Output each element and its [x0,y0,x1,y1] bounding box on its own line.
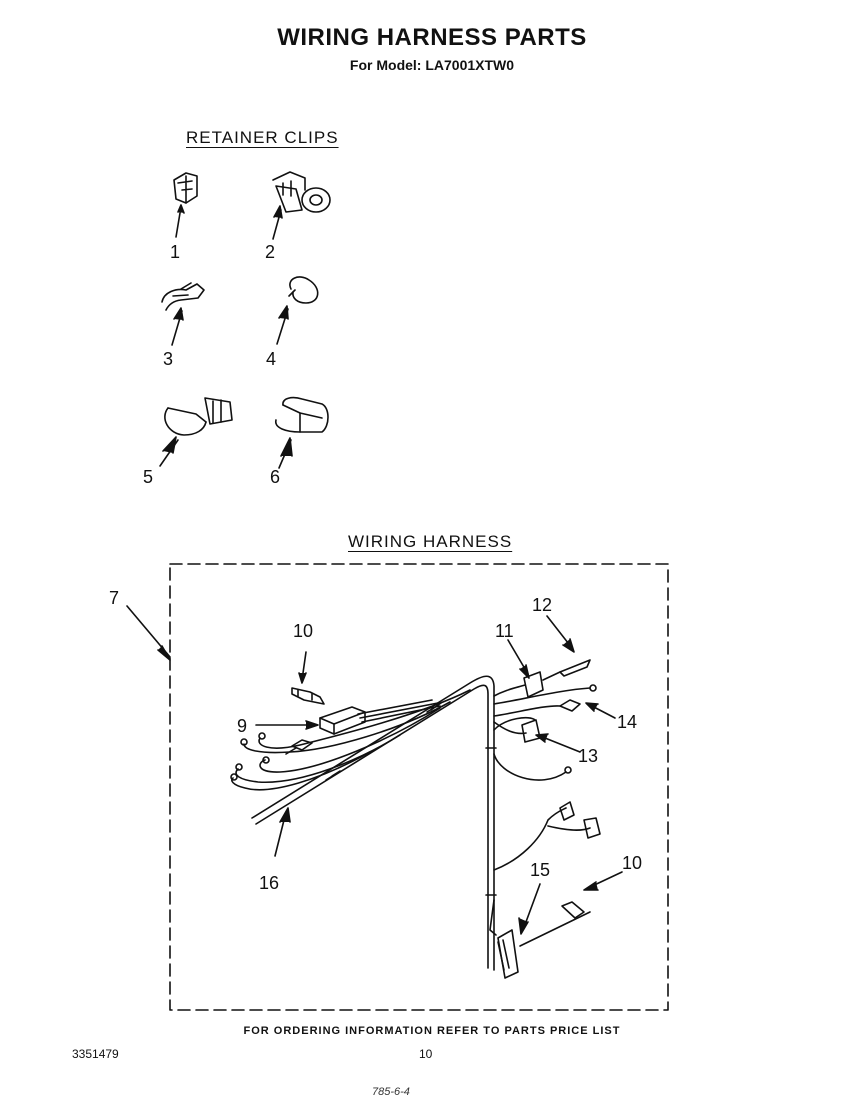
callout-7: 7 [109,588,120,608]
page-title: WIRING HARNESS PARTS [277,24,587,51]
wiring-harness-heading: WIRING HARNESS [348,532,513,551]
document-number: 3351479 [72,1047,119,1061]
wiring-harness-outline [169,563,669,1011]
retainer-clip-1[interactable] [173,172,198,238]
callout-2: 2 [265,242,276,262]
handwritten-note: 785-6-4 [372,1086,410,1098]
wiring-harness-assembly[interactable] [230,615,623,979]
retainer-clip-2[interactable] [272,171,331,240]
callout-10-right: 10 [622,853,643,873]
callout-14: 14 [617,712,638,732]
callout-9: 9 [237,716,248,736]
callout-11: 11 [495,621,514,641]
retainer-clip-4[interactable] [276,276,319,345]
callout-5: 5 [143,467,154,487]
callout-4: 4 [266,349,277,369]
retainer-clip-3[interactable] [161,282,205,346]
callout-3: 3 [163,349,174,369]
callout-16: 16 [259,873,280,893]
retainer-clips-heading: RETAINER CLIPS [186,128,339,147]
callout-6: 6 [270,467,281,487]
model-subtitle: For Model: LA7001XTW0 [349,57,515,73]
callout-10-left: 10 [293,621,314,641]
retainer-clip-6[interactable] [275,396,329,469]
retainer-clip-5[interactable] [159,397,233,467]
page-number: 10 [419,1047,433,1061]
callout-12: 12 [532,595,553,615]
callout-1: 1 [170,242,181,262]
ordering-note: FOR ORDERING INFORMATION REFER TO PARTS … [243,1025,621,1037]
callout-15: 15 [530,860,551,880]
callout-13: 13 [578,746,599,766]
